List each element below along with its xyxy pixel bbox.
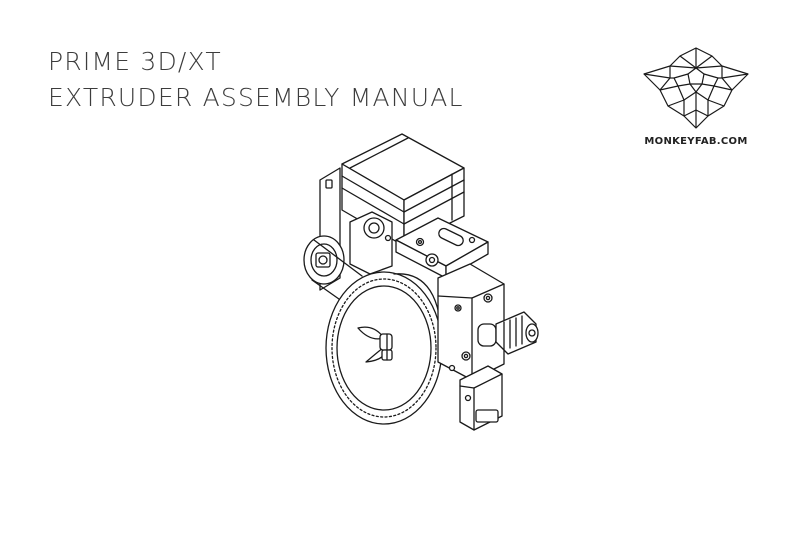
motor-pulley [304,236,344,284]
extruder-assembly-drawing [292,128,552,440]
large-gear [326,272,442,424]
geometric-monkey-face-icon [640,44,752,132]
motor-bracket [350,212,392,274]
title-block: PRIME 3D/XT EXTRUDER ASSEMBLY MANUAL [48,44,464,116]
brand-logo: MONKEYFAB.COM [636,44,756,154]
title-line-2: EXTRUDER ASSEMBLY MANUAL [48,80,464,116]
logo-text: MONKEYFAB.COM [636,136,756,147]
motor-back-hole [326,180,332,188]
extruder-body [438,264,504,380]
title-line-1: PRIME 3D/XT [48,44,464,80]
